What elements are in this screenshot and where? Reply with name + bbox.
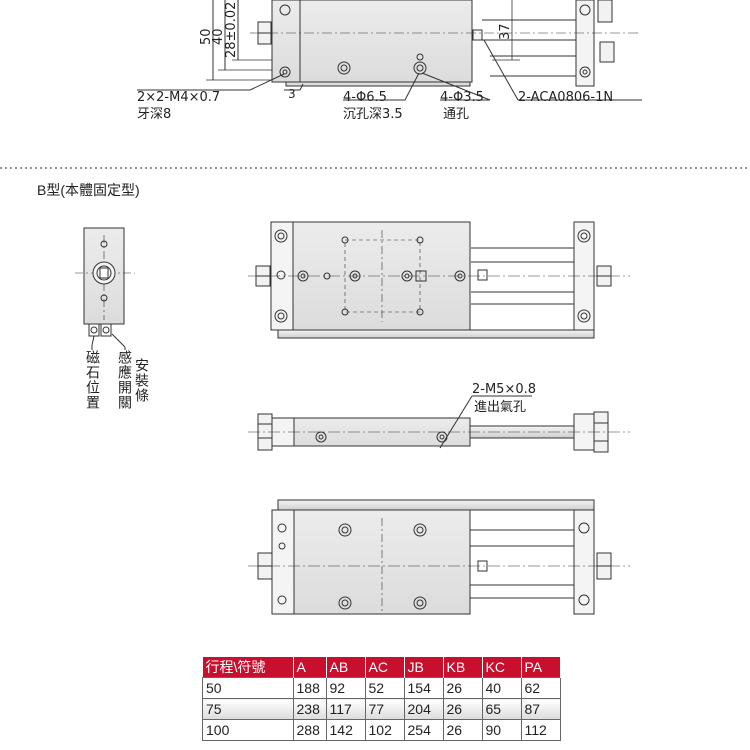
- callout-phi35: 4-Φ3.5: [440, 90, 484, 105]
- table-row: 50 188 92 52 154 26 40 62: [202, 677, 561, 699]
- top-partial-view: [137, 0, 642, 101]
- header-stroke: 行程\符號: [202, 657, 294, 678]
- callout-aca: 2-ACA0806-1N: [518, 90, 613, 105]
- cell-ab: 142: [325, 719, 366, 741]
- cell-a: 238: [292, 698, 327, 720]
- dim-37: 37: [498, 23, 513, 40]
- cell-jb: 154: [403, 677, 444, 699]
- table-row: 75 238 117 77 204 26 65 87: [202, 698, 561, 720]
- cell-kb: 26: [442, 677, 483, 699]
- b-type-top-view: [248, 221, 630, 339]
- dimension-table: 行程\符號 A AB AC JB KB KC PA 50 188 92 52 1…: [202, 657, 561, 741]
- sensor-label-2: 安裝條: [133, 358, 149, 403]
- cell-kc: 40: [481, 677, 522, 699]
- cell-a: 188: [292, 677, 327, 699]
- dim-3: 3: [288, 87, 296, 101]
- header-pa: PA: [521, 657, 561, 678]
- cell-pa: 87: [520, 698, 561, 720]
- callout-m4-depth: 牙深8: [137, 107, 171, 122]
- dim-28: 28±0.02: [224, 2, 239, 58]
- port-thread: 2-M5×0.8: [472, 382, 536, 397]
- header-ab: AB: [326, 657, 366, 678]
- header-kb: KB: [443, 657, 483, 678]
- magnet-label: 磁石位置: [84, 350, 100, 410]
- cell-stroke: 50: [202, 677, 294, 699]
- cell-kc: 90: [481, 719, 522, 741]
- callout-phi65-depth: 沉孔深3.5: [343, 107, 403, 122]
- cell-ac: 52: [364, 677, 405, 699]
- header-ac: AC: [365, 657, 405, 678]
- cell-kb: 26: [442, 698, 483, 720]
- port-desc: 進出氣孔: [474, 400, 526, 415]
- callout-m4: 2×2-M4×0.7: [137, 90, 220, 105]
- cell-stroke: 75: [202, 698, 294, 720]
- cell-pa: 112: [520, 719, 561, 741]
- b-type-side-view: [248, 395, 630, 453]
- cell-ac: 77: [364, 698, 405, 720]
- dim-40: 40: [211, 28, 226, 45]
- callout-phi35-note: 通孔: [443, 107, 469, 122]
- cell-jb: 204: [403, 698, 444, 720]
- cell-ab: 92: [325, 677, 366, 699]
- b-type-bottom-view: [248, 499, 630, 615]
- cell-jb: 254: [403, 719, 444, 741]
- dim-50: 50: [199, 28, 214, 45]
- header-jb: JB: [404, 657, 444, 678]
- header-a: A: [293, 657, 327, 678]
- cell-ab: 117: [325, 698, 366, 720]
- end-view: [75, 227, 135, 350]
- sensor-label-1: 感應開關: [116, 349, 132, 410]
- header-kc: KC: [482, 657, 522, 678]
- cell-kc: 65: [481, 698, 522, 720]
- cell-pa: 62: [520, 677, 561, 699]
- cell-kb: 26: [442, 719, 483, 741]
- table-header-row: 行程\符號 A AB AC JB KB KC PA: [202, 657, 561, 678]
- cell-ac: 102: [364, 719, 405, 741]
- cell-a: 288: [292, 719, 327, 741]
- section-title: B型(本體固定型): [37, 182, 140, 198]
- table-row: 100 288 142 102 254 26 90 112: [202, 719, 561, 741]
- callout-phi65: 4-Φ6.5: [343, 90, 387, 105]
- cell-stroke: 100: [202, 719, 294, 741]
